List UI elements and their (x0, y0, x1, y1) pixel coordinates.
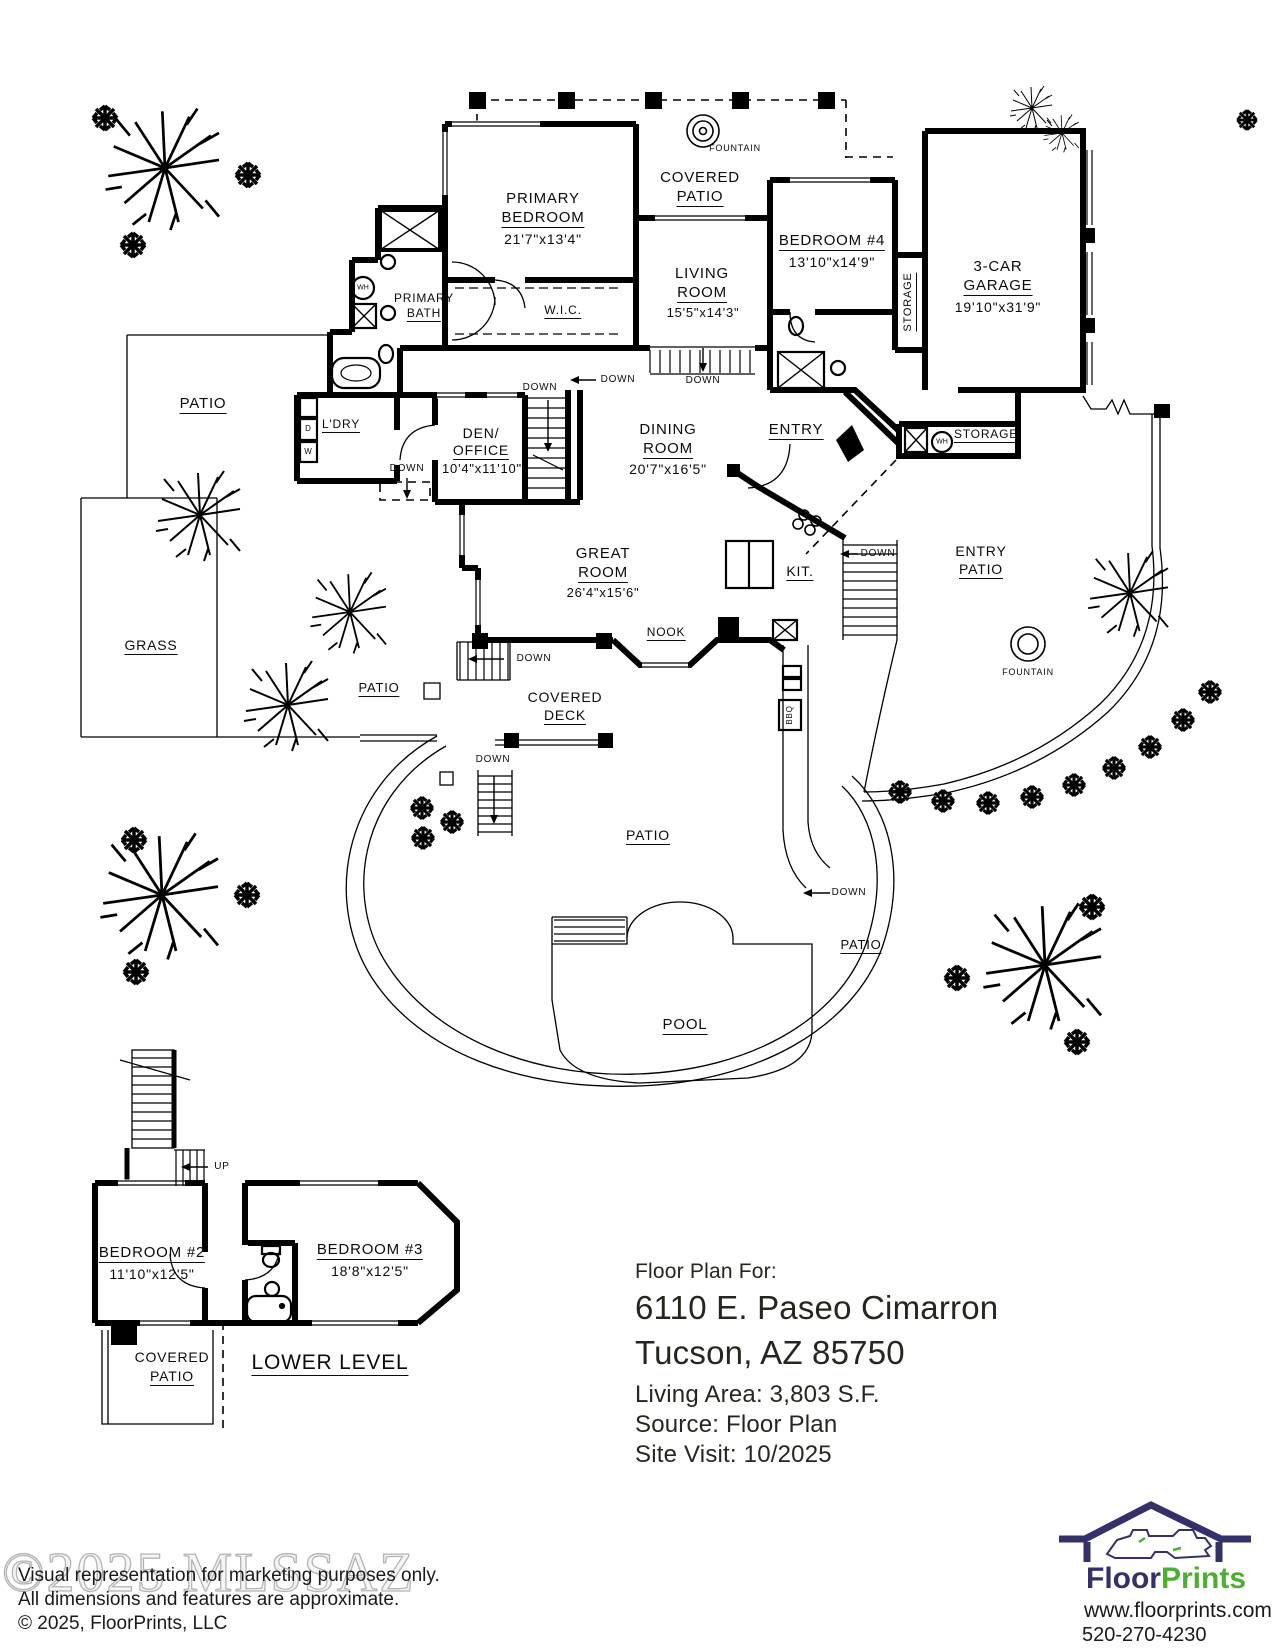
stair-arrows (181, 348, 858, 1171)
den-office-line1: DEN/ (462, 425, 500, 441)
living-room-dims: 15'5"x14'3" (666, 305, 740, 320)
living-room-line2: ROOM (677, 284, 727, 303)
dining-room-line2: ROOM (643, 440, 693, 459)
primary-bedroom-dims: 21'7"x13'4" (504, 231, 582, 247)
great-room-dims: 26'4"x15'6" (566, 585, 640, 600)
site-outlines (80, 334, 1164, 1425)
primary-bath-line2: BATH (406, 306, 442, 322)
patio-left-label: PATIO (179, 395, 227, 414)
down-label-deck: DOWN (516, 653, 552, 664)
website-text: www.floorprints.com (1084, 1599, 1272, 1622)
floorprints-logo-text: FloorPrints (1086, 1564, 1246, 1594)
covered-patio-top-line2: PATIO (676, 188, 724, 207)
storage-hall-label: STORAGE (902, 272, 917, 332)
bedroom4-dims: 13'10"x14'9" (788, 254, 876, 270)
washer-label: W (304, 447, 312, 456)
down-label-lower-stair: DOWN (475, 754, 511, 765)
laundry-label: L'DRY (321, 417, 361, 433)
down-label-ldry: DOWN (389, 463, 425, 474)
grass-label: GRASS (124, 637, 178, 655)
pool-label: POOL (662, 1016, 708, 1035)
bedroom4-label: BEDROOM #4 (778, 232, 886, 251)
bedroom3-dims: 18'8"x12'5" (331, 1263, 409, 1279)
primary-bath-line1: PRIMARY (393, 291, 455, 305)
storage-entry-label: STORAGE (953, 427, 1019, 443)
dryer-label: D (305, 424, 311, 433)
garage-line1: 3-CAR (973, 258, 1023, 275)
fountain-label-entry: FOUNTAIN (1002, 667, 1054, 677)
patio-center-label: PATIO (626, 827, 670, 845)
source-line: Source: Floor Plan (635, 1411, 838, 1438)
living-room-line1: LIVING (675, 265, 729, 282)
bbq-label: BBQ (785, 705, 794, 725)
patio-mid-label: PATIO (358, 680, 400, 697)
disclaimer-line1: Visual representation for marketing purp… (18, 1565, 440, 1586)
down-label-path: DOWN (831, 887, 867, 898)
fixtures (245, 114, 1046, 1324)
stairs (132, 350, 897, 1186)
dining-room-line1: DINING (639, 421, 697, 438)
primary-bedroom-line1: PRIMARY (506, 190, 580, 207)
disclaimer-line2: All dimensions and features are approxim… (18, 1589, 400, 1610)
entry-patio-line2: PATIO (959, 561, 1003, 579)
covered-deck-line2: DECK (543, 707, 587, 725)
dining-room-dims: 20'7"x16'5" (629, 461, 707, 477)
mls-watermark: ©2025 MLSSAZ (1, 1541, 416, 1604)
down-label-stair-left: DOWN (522, 382, 558, 393)
water-heater-label-1: WH (357, 284, 369, 292)
great-room-line1: GREAT (575, 545, 631, 562)
garage-line2: GARAGE (963, 277, 1033, 296)
patio-right-label: PATIO (840, 937, 882, 954)
wic-label: W.I.C. (544, 303, 582, 319)
phone-text: 520-270-4230 (1082, 1624, 1207, 1646)
primary-bedroom-line2: BEDROOM (501, 209, 585, 228)
down-label-living: DOWN (685, 375, 721, 386)
title-heading: Floor Plan For: (635, 1260, 777, 1283)
bedroom2-dims: 11'10"x12'5" (109, 1266, 195, 1282)
entry-patio-line1: ENTRY (955, 543, 1007, 559)
floorprints-copyright: © 2025, FloorPrints, LLC (18, 1613, 228, 1634)
logo-text-floor: Floor (1086, 1562, 1161, 1595)
address-line2: Tucson, AZ 85750 (635, 1334, 905, 1371)
covered-patio-lower-line1: COVERED (134, 1349, 210, 1365)
windows (118, 120, 1093, 1327)
water-heater-label-2: WH (936, 438, 948, 446)
great-room-line2: ROOM (578, 564, 628, 583)
floorprints-logo-icon (1059, 1501, 1251, 1562)
logo-text-prints: Prints (1161, 1562, 1247, 1595)
lower-level-title: LOWER LEVEL (251, 1351, 409, 1376)
living-area: Living Area: 3,803 S.F. (635, 1381, 880, 1408)
up-label: UP (214, 1161, 230, 1172)
entry-label: ENTRY (768, 421, 824, 440)
down-label-kitchen: DOWN (860, 548, 896, 559)
covered-deck-line1: COVERED (527, 689, 603, 705)
bedroom3-label: BEDROOM #3 (316, 1241, 424, 1260)
kitchen-label: KIT. (786, 563, 814, 581)
bedroom2-label: BEDROOM #2 (98, 1244, 206, 1263)
filled-elements (111, 92, 1170, 1345)
door-arcs (169, 261, 816, 1289)
covered-patio-top-line1: COVERED (660, 169, 740, 186)
site-visit-line: Site Visit: 10/2025 (635, 1441, 832, 1468)
dashed-lines (222, 99, 897, 1432)
address-line1: 6110 E. Paseo Cimarron (635, 1289, 999, 1326)
fountain-label-top: FOUNTAIN (709, 143, 761, 153)
down-label-stair-right: DOWN (600, 374, 636, 385)
den-office-dims: 10'4"x11'10" (442, 461, 522, 476)
nook-label: NOOK (646, 625, 686, 641)
garage-dims: 19'10"x31'9" (954, 299, 1042, 315)
covered-patio-lower-line2: PATIO (150, 1368, 194, 1386)
den-office-line2: OFFICE (452, 442, 510, 460)
